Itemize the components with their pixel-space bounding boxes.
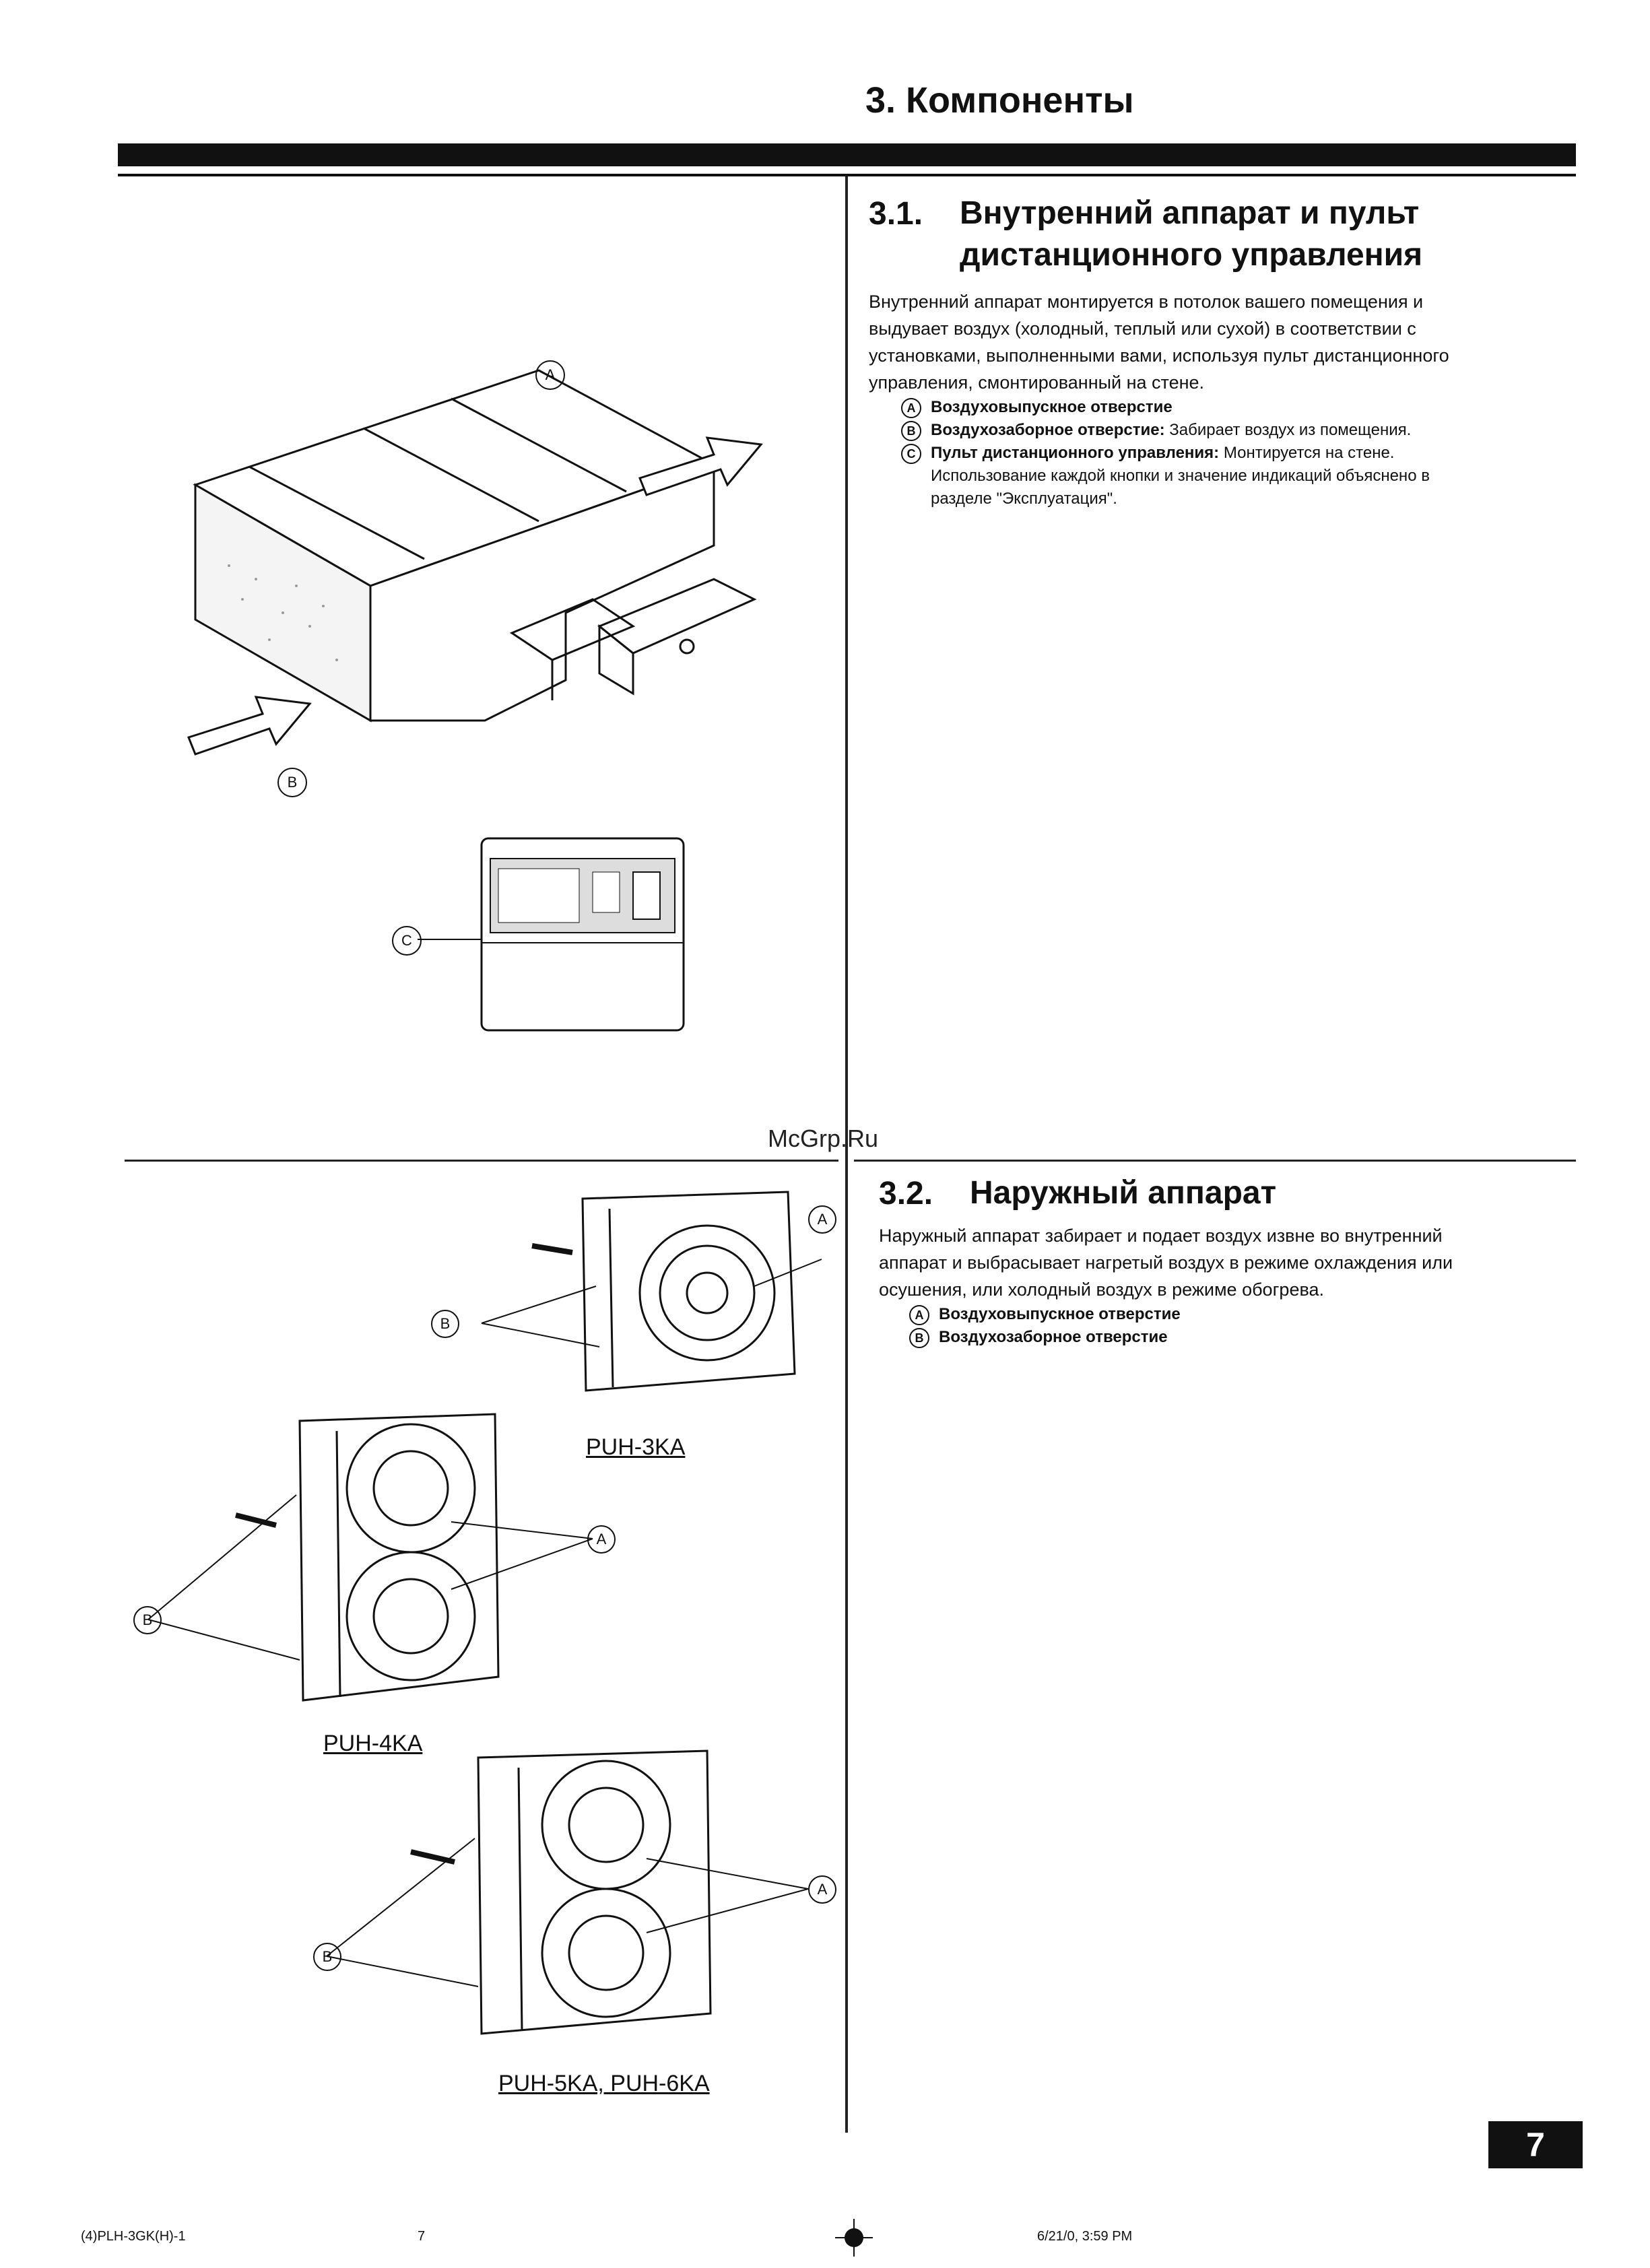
footer-timestamp: 6/21/0, 3:59 PM [1037, 2229, 1133, 2244]
callout-a-indoor: A [535, 360, 565, 390]
legend2-b-label: Воздухозаборное отверстие [939, 1328, 1168, 1346]
legend-item-c: C Пульт дистанционного управления: Монтир… [901, 442, 1575, 465]
legend2-item-a: A Воздуховыпускное отверстие [909, 1303, 1181, 1326]
model-label-puh3ka: PUH-3KA [586, 1434, 686, 1460]
section2-paragraph-line: аппарат и выбрасывает нагретый воздух в … [879, 1253, 1453, 1273]
footer-doc-code: (4)PLH-3GK(H)-1 [81, 2229, 186, 2244]
legend-c-continuation: Использование каждой кнопки и значение и… [931, 467, 1430, 485]
page-number: 7 [1488, 2121, 1583, 2168]
model-label-puh56ka: PUH-5KA, PUH-6KA [498, 2071, 710, 2096]
legend-item-b: B Воздухозаборное отверстие: Забирает воз… [901, 419, 1575, 442]
section1-number: 3.1. [869, 196, 923, 232]
header-rule [118, 174, 1576, 176]
section2-title: Наружный аппарат [970, 1175, 1277, 1211]
legend-marker-a: A [901, 397, 921, 418]
legend2-item-b: B Воздухозаборное отверстие [909, 1326, 1181, 1349]
callout-b-puh3: B [431, 1310, 459, 1338]
air-inlet-arrow-icon [187, 696, 312, 756]
registration-mark-icon [835, 2219, 873, 2257]
legend-b-label: Воздухозаборное отверстие: [931, 421, 1165, 439]
legend-c-label: Пульт дистанционного управления: [931, 444, 1220, 462]
legend-item-a: A Воздуховыпускное отверстие [901, 396, 1575, 419]
callout-b-puh56: B [313, 1943, 341, 1971]
model-label-puh4ka: PUH-4KA [323, 1731, 423, 1756]
legend-marker-c: C [901, 443, 921, 464]
outdoor-unit-puh4ka-illustration [147, 1413, 593, 1702]
callout-a-puh4: A [587, 1525, 616, 1554]
section2-paragraph-line: осушения, или холодный воздух в режиме о… [879, 1279, 1325, 1300]
section2-paragraph-line: Наружный аппарат забирает и подает возду… [879, 1226, 1443, 1246]
section1-title-line1: Внутренний аппарат и пульт [960, 195, 1420, 231]
section1-paragraph-line: Внутренний аппарат монтируется в потолок… [869, 292, 1424, 312]
legend-c-continuation: разделе "Эксплуатация". [931, 490, 1117, 508]
remote-controller-illustration [418, 837, 685, 1032]
section-divider-left [125, 1160, 838, 1162]
legend-a-label: Воздуховыпускное отверстие [931, 398, 1173, 416]
section2-number: 3.2. [879, 1176, 933, 1211]
callout-a-puh3: A [808, 1205, 836, 1234]
section1-legend: A Воздуховыпускное отверстие B Воздухозабо… [901, 396, 1575, 510]
page-title: 3. Компоненты [865, 80, 1134, 121]
header-bar [118, 143, 1576, 166]
outdoor-unit-puh56ka-illustration [326, 1749, 809, 2035]
section2-legend: A Воздуховыпускное отверстие B Воздухозабо… [909, 1303, 1181, 1349]
legend2-a-label: Воздуховыпускное отверстие [939, 1305, 1181, 1323]
legend-c-text: Монтируется на стене. [1219, 444, 1395, 462]
section-divider-right [854, 1160, 1576, 1162]
indoor-unit-illustration [193, 369, 757, 723]
column-divider [845, 176, 848, 2133]
section2-paragraph: Наружный аппарат забирает и подает возду… [879, 1222, 1579, 1303]
air-outlet-arrow-icon [638, 436, 763, 496]
legend-b-text: Забирает воздух из помещения. [1164, 421, 1412, 439]
section1-title: Внутренний аппарат и пульт дистанционног… [960, 193, 1422, 276]
section1-paragraph-line: установками, выполненными вами, использу… [869, 345, 1449, 366]
callout-b-indoor: B [277, 768, 307, 797]
footer-page: 7 [418, 2229, 426, 2244]
callout-c-remote: C [392, 926, 422, 956]
watermark: McGrp.Ru [768, 1125, 879, 1152]
section1-paragraph-line: выдувает воздух (холодный, теплый или су… [869, 319, 1416, 339]
section1-paragraph: Внутренний аппарат монтируется в потолок… [869, 288, 1579, 396]
section1-title-line2: дистанционного управления [960, 237, 1423, 273]
legend2-marker-b: B [909, 1327, 929, 1348]
legend-marker-b: B [901, 420, 921, 441]
legend2-marker-a: A [909, 1304, 929, 1325]
callout-b-puh4: B [133, 1606, 162, 1634]
section1-paragraph-line: управления, смонтированный на стене. [869, 372, 1205, 393]
outdoor-unit-puh3ka-illustration [481, 1191, 822, 1392]
callout-a-puh56: A [808, 1875, 836, 1904]
